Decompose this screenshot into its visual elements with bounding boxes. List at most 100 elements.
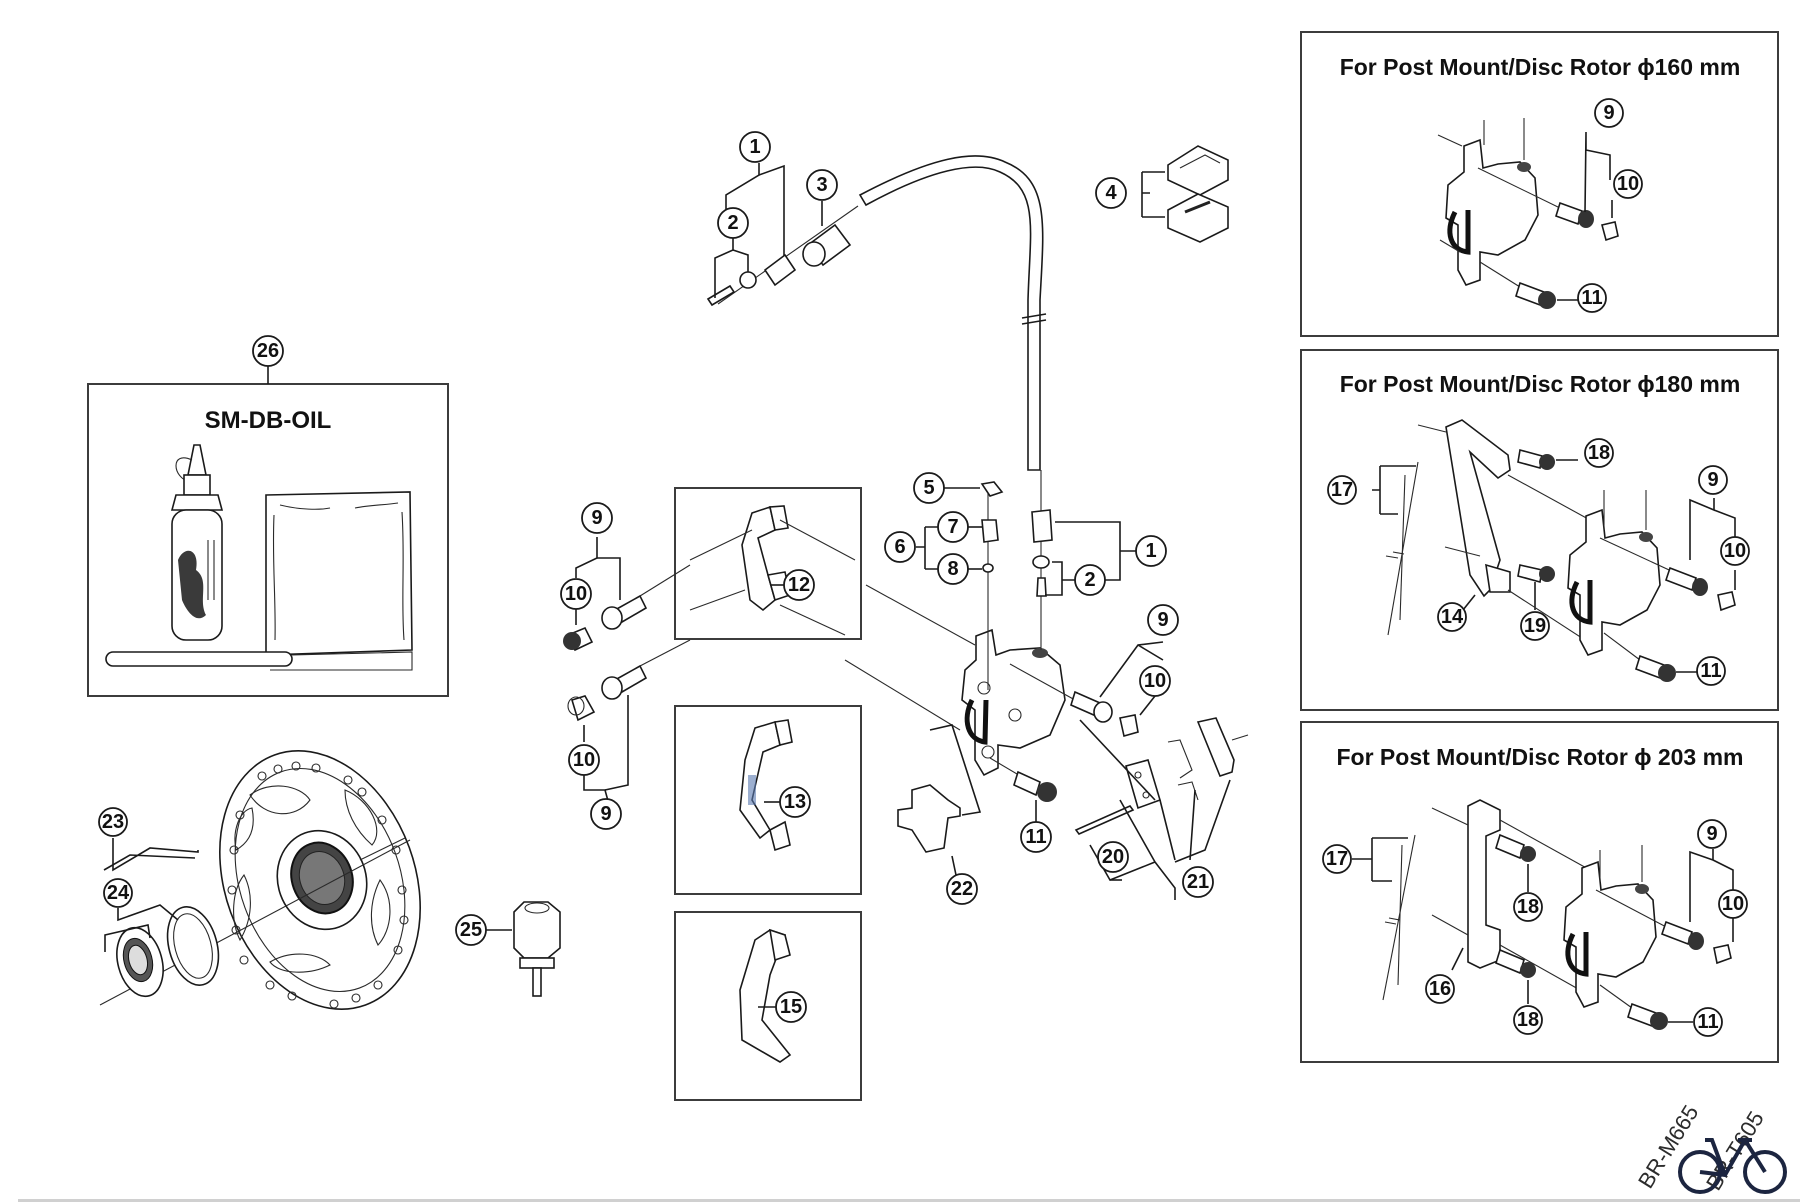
- pm160-group: For Post Mount/Disc Rotor ϕ160 mm 9 10 1…: [1300, 31, 1779, 337]
- pm160-box: [1300, 31, 1779, 337]
- svg-text:5: 5: [923, 477, 934, 499]
- svg-text:13: 13: [784, 791, 806, 813]
- adapter-15-group: 15: [674, 911, 862, 1101]
- pm160-callout-9: 9: [1594, 98, 1624, 128]
- oil-kit-title: SM-DB-OIL: [205, 407, 332, 434]
- pm180-callout-10: 10: [1720, 536, 1750, 566]
- brake-pad-rear-icon: [1196, 717, 1235, 777]
- lockring-tool-icon: [513, 901, 561, 959]
- svg-text:8: 8: [947, 558, 958, 580]
- svg-text:2: 2: [1084, 569, 1095, 591]
- callout-24: 24: [103, 878, 133, 908]
- svg-text:6: 6: [894, 536, 905, 558]
- svg-text:19: 19: [1524, 615, 1546, 637]
- pm203-callout-10: 10: [1718, 889, 1748, 919]
- pad-axle-icon: [1074, 805, 1135, 835]
- svg-text:22: 22: [951, 878, 973, 900]
- model-watermark: BR-M665 BR-T605: [1633, 1101, 1787, 1195]
- callout-9-left-top: 9: [581, 502, 613, 534]
- svg-text:16: 16: [1429, 978, 1451, 1000]
- svg-text:11: 11: [1700, 660, 1721, 682]
- svg-text:1: 1: [749, 136, 760, 158]
- pm203-group: For Post Mount/Disc Rotor ϕ 203 mm: [1300, 721, 1779, 1063]
- svg-text:18: 18: [1517, 1009, 1539, 1031]
- callout-6: 6: [884, 531, 916, 563]
- svg-text:17: 17: [1326, 848, 1348, 870]
- svg-text:11: 11: [1697, 1011, 1718, 1033]
- pm180-callout-19: 19: [1520, 611, 1550, 641]
- oil-bottle-icon: [170, 444, 224, 641]
- pm160-caliper-icon: [1445, 138, 1539, 286]
- pm160-callout-10: 10: [1613, 169, 1643, 199]
- pm180-callout-17: 17: [1327, 475, 1357, 505]
- callout-3: 3: [806, 169, 838, 201]
- svg-text:15: 15: [780, 996, 802, 1018]
- connecting-bolt-icon: [1031, 509, 1053, 543]
- pm203-adapter-icon: [1467, 799, 1501, 969]
- oil-kit-group: SM-DB-OIL 26: [87, 335, 449, 697]
- callout-25: 25: [455, 914, 487, 946]
- brake-hose-icon: [858, 155, 1044, 471]
- bolt-clip-right-icon: [1119, 714, 1139, 738]
- callout-22: 22: [946, 873, 978, 905]
- callout-15: 15: [775, 991, 807, 1023]
- svg-text:10: 10: [573, 749, 595, 771]
- hose-clamp-bottom-icon: [1167, 193, 1229, 243]
- callout-2-mid: 2: [1074, 564, 1106, 596]
- svg-text:7: 7: [947, 516, 958, 538]
- callout-12: 12: [783, 569, 815, 601]
- bottom-divider: [18, 1199, 1800, 1202]
- pm203-caliper-icon: [1563, 860, 1657, 1008]
- pm203-callout-17: 17: [1322, 844, 1352, 874]
- pm160-title: For Post Mount/Disc Rotor ϕ160 mm: [1340, 54, 1741, 80]
- svg-text:10: 10: [565, 583, 587, 605]
- caliper-group: 5 6 7 8 1 2 9: [844, 470, 1249, 905]
- callout-10-left-bottom: 10: [568, 744, 600, 776]
- pm180-caliper-icon: [1567, 508, 1661, 656]
- pm203-callout-18-top: 18: [1513, 892, 1543, 922]
- callout-11-main: 11: [1020, 821, 1052, 853]
- callout-20: 20: [1097, 841, 1129, 873]
- pm203-callout-9: 9: [1697, 819, 1727, 849]
- svg-text:10: 10: [1144, 670, 1166, 692]
- svg-text:11: 11: [1025, 826, 1046, 848]
- callout-8: 8: [937, 553, 969, 585]
- adapter-13-group: 13: [674, 705, 862, 895]
- adapter-13-box: [674, 705, 862, 895]
- svg-text:11: 11: [1581, 287, 1602, 309]
- pm180-callout-11: 11: [1696, 656, 1726, 686]
- bleed-tube-icon: [105, 651, 413, 671]
- adapter-12-group: 12: [674, 487, 862, 640]
- bleed-nipple-icon: [981, 519, 999, 543]
- bicycle-logo-icon: [1678, 1138, 1787, 1194]
- model-label-1: BR-M665: [1633, 1101, 1703, 1193]
- svg-text:18: 18: [1517, 896, 1539, 918]
- pm203-title: For Post Mount/Disc Rotor ϕ 203 mm: [1336, 744, 1743, 770]
- adapter-12-box: [674, 487, 862, 640]
- callout-23: 23: [98, 807, 128, 837]
- svg-text:25: 25: [460, 919, 482, 941]
- rotor-spacer-icon: [166, 906, 220, 986]
- svg-text:9: 9: [1603, 102, 1614, 124]
- callout-10-right: 10: [1139, 665, 1171, 697]
- model-label-2: BR-T605: [1701, 1107, 1769, 1195]
- svg-text:14: 14: [1441, 606, 1464, 628]
- pad-spacer-icon: [897, 784, 961, 853]
- svg-text:4: 4: [1105, 182, 1117, 204]
- pm203-callout-18-bottom: 18: [1513, 1005, 1543, 1035]
- pm180-title: For Post Mount/Disc Rotor ϕ180 mm: [1340, 371, 1741, 397]
- mount-adapter-12-icon: [741, 505, 776, 612]
- lockring-tool-group: 25: [455, 901, 561, 997]
- svg-text:9: 9: [1157, 609, 1168, 631]
- adapter-15-box: [674, 911, 862, 1101]
- hose-clamp-top-icon: [1167, 145, 1229, 196]
- mount-adapter-13-icon: [739, 720, 781, 840]
- disc-rotor-group: 23 24: [98, 750, 421, 1010]
- svg-text:20: 20: [1102, 846, 1124, 868]
- callout-21: 21: [1182, 866, 1214, 898]
- pm180-callout-18: 18: [1584, 438, 1614, 468]
- svg-text:18: 18: [1588, 442, 1610, 464]
- svg-text:3: 3: [816, 174, 827, 196]
- callout-9-left-bottom: 9: [590, 798, 622, 830]
